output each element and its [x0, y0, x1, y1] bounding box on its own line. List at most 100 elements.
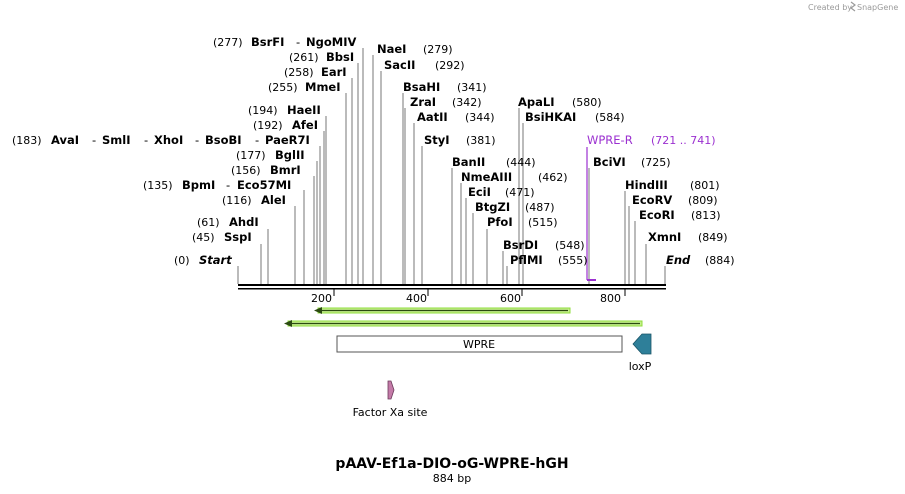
svg-text:BbsI: BbsI: [326, 50, 354, 64]
tick-label-600: 600: [500, 292, 521, 305]
tick-label-400: 400: [406, 292, 427, 305]
site-styi[interactable]: StyI (381): [424, 133, 496, 147]
site-bcivi[interactable]: BciVI (725): [593, 155, 671, 169]
svg-text:ZraI: ZraI: [410, 95, 436, 109]
svg-text:Eco57MI: Eco57MI: [237, 178, 291, 192]
svg-text:(194): (194): [248, 104, 278, 117]
site-avai-group[interactable]: (183) AvaI - SmlI - XhoI - BsoBI - PaeR7…: [12, 133, 310, 147]
credit-brand: SnapGene: [857, 3, 898, 12]
orf-arrow-long[interactable]: [284, 320, 643, 327]
orf-arrow-short[interactable]: [314, 307, 571, 314]
svg-text:(725): (725): [641, 156, 671, 169]
svg-text:(45): (45): [192, 231, 215, 244]
svg-text:AhdI: AhdI: [229, 215, 259, 229]
svg-text:(381): (381): [466, 134, 496, 147]
svg-text:(261): (261): [289, 51, 319, 64]
svg-text:(884): (884): [705, 254, 735, 267]
svg-text:(135): (135): [143, 179, 173, 192]
sequence-backbone: [238, 284, 666, 296]
site-bmri[interactable]: (156) BmrI: [231, 163, 301, 177]
site-ecori[interactable]: EcoRI (813): [639, 208, 721, 222]
site-ecorv[interactable]: EcoRV (809): [632, 193, 718, 207]
svg-text:HindIII: HindIII: [625, 178, 668, 192]
svg-text:AatII: AatII: [417, 110, 448, 124]
svg-text:WPRE-R: WPRE-R: [587, 133, 633, 147]
tick-label-800: 800: [600, 292, 621, 305]
svg-text:(801): (801): [690, 179, 720, 192]
svg-text:(721 .. 741): (721 .. 741): [651, 134, 716, 147]
factor-xa-feature[interactable]: [387, 380, 395, 400]
site-pfoi[interactable]: PfoI (515): [487, 215, 558, 229]
site-banii[interactable]: BanII (444): [452, 155, 536, 169]
svg-text:Start: Start: [199, 253, 232, 267]
svg-text:(462): (462): [538, 171, 568, 184]
svg-text:NgoMIV: NgoMIV: [306, 35, 356, 49]
svg-text:(813): (813): [691, 209, 721, 222]
svg-text:AvaI: AvaI: [51, 133, 79, 147]
site-bbsi[interactable]: (261) BbsI: [289, 50, 354, 64]
svg-text:-: -: [195, 133, 199, 147]
site-xmni[interactable]: XmnI (849): [648, 230, 728, 244]
site-nmeaiii[interactable]: NmeAIII (462): [461, 170, 568, 184]
site-ecii[interactable]: EciI (471): [468, 185, 535, 199]
svg-text:BsrFI: BsrFI: [251, 35, 284, 49]
svg-text:StyI: StyI: [424, 133, 450, 147]
svg-text:End: End: [666, 253, 691, 267]
map-title: pAAV-Ef1a-DIO-oG-WPRE-hGH: [335, 456, 568, 472]
site-bsrfi-ngomiv[interactable]: (277) BsrFI - NgoMIV: [213, 35, 356, 49]
svg-text:MmeI: MmeI: [305, 80, 341, 94]
site-mmei[interactable]: (255) MmeI: [268, 80, 341, 94]
site-alei[interactable]: (116) AleI: [222, 193, 286, 207]
site-start[interactable]: (0) Start: [174, 253, 232, 267]
site-end[interactable]: End (884): [666, 253, 735, 267]
site-apali[interactable]: ApaLI (580): [518, 95, 602, 109]
svg-text:PfoI: PfoI: [487, 215, 513, 229]
svg-text:EciI: EciI: [468, 185, 491, 199]
svg-text:(444): (444): [506, 156, 536, 169]
site-sspi[interactable]: (45) SspI: [192, 230, 252, 244]
svg-text:PaeR7I: PaeR7I: [265, 133, 310, 147]
svg-text:(555): (555): [558, 254, 588, 267]
svg-text:PflMI: PflMI: [510, 253, 543, 267]
site-btgzi[interactable]: BtgZI (487): [475, 200, 555, 214]
snapgene-logo-icon: [850, 1, 856, 12]
site-hindiii[interactable]: HindIII (801): [625, 178, 720, 192]
factor-xa-label: Factor Xa site: [353, 406, 428, 419]
site-bsrdi[interactable]: BsrDI (548): [503, 238, 585, 252]
svg-text:(177): (177): [236, 149, 266, 162]
svg-text:SmlI: SmlI: [102, 133, 131, 147]
svg-text:(192): (192): [253, 119, 283, 132]
primer-wpre-r-label[interactable]: WPRE-R (721 .. 741): [587, 133, 716, 147]
svg-text:(471): (471): [505, 186, 535, 199]
site-pflmi[interactable]: PflMI (555): [510, 253, 588, 267]
site-bpmi-eco57mi[interactable]: (135) BpmI - Eco57MI: [143, 178, 291, 192]
site-bsihkai[interactable]: BsiHKAI (584): [525, 110, 625, 124]
svg-text:(292): (292): [435, 59, 465, 72]
svg-text:AfeI: AfeI: [292, 118, 318, 132]
svg-text:EarI: EarI: [321, 65, 347, 79]
site-zrai[interactable]: ZraI (342): [410, 95, 482, 109]
site-ahdi[interactable]: (61) AhdI: [197, 215, 259, 229]
tick-label-200: 200: [311, 292, 332, 305]
site-haeii[interactable]: (194) HaeII: [248, 103, 321, 117]
site-afei[interactable]: (192) AfeI: [253, 118, 318, 132]
svg-text:(61): (61): [197, 216, 220, 229]
svg-text:EcoRI: EcoRI: [639, 208, 675, 222]
site-bglii[interactable]: (177) BglII: [236, 148, 305, 162]
site-sacii[interactable]: SacII (292): [384, 58, 465, 72]
svg-text:XhoI: XhoI: [154, 133, 183, 147]
svg-text:ApaLI: ApaLI: [518, 95, 555, 109]
site-connectors: [237, 48, 666, 284]
site-naei[interactable]: NaeI (279): [377, 42, 453, 56]
wpre-feature[interactable]: [336, 335, 623, 353]
primer-wpre-r[interactable]: [586, 147, 596, 281]
loxp-feature[interactable]: [632, 333, 652, 355]
svg-text:BanII: BanII: [452, 155, 485, 169]
loxp-label: loxP: [629, 360, 652, 373]
svg-text:HaeII: HaeII: [287, 103, 321, 117]
site-bsahi[interactable]: BsaHI (341): [403, 80, 487, 94]
site-eari[interactable]: (258) EarI: [284, 65, 347, 79]
wpre-label: WPRE: [463, 338, 495, 351]
site-aatii[interactable]: AatII (344): [417, 110, 495, 124]
